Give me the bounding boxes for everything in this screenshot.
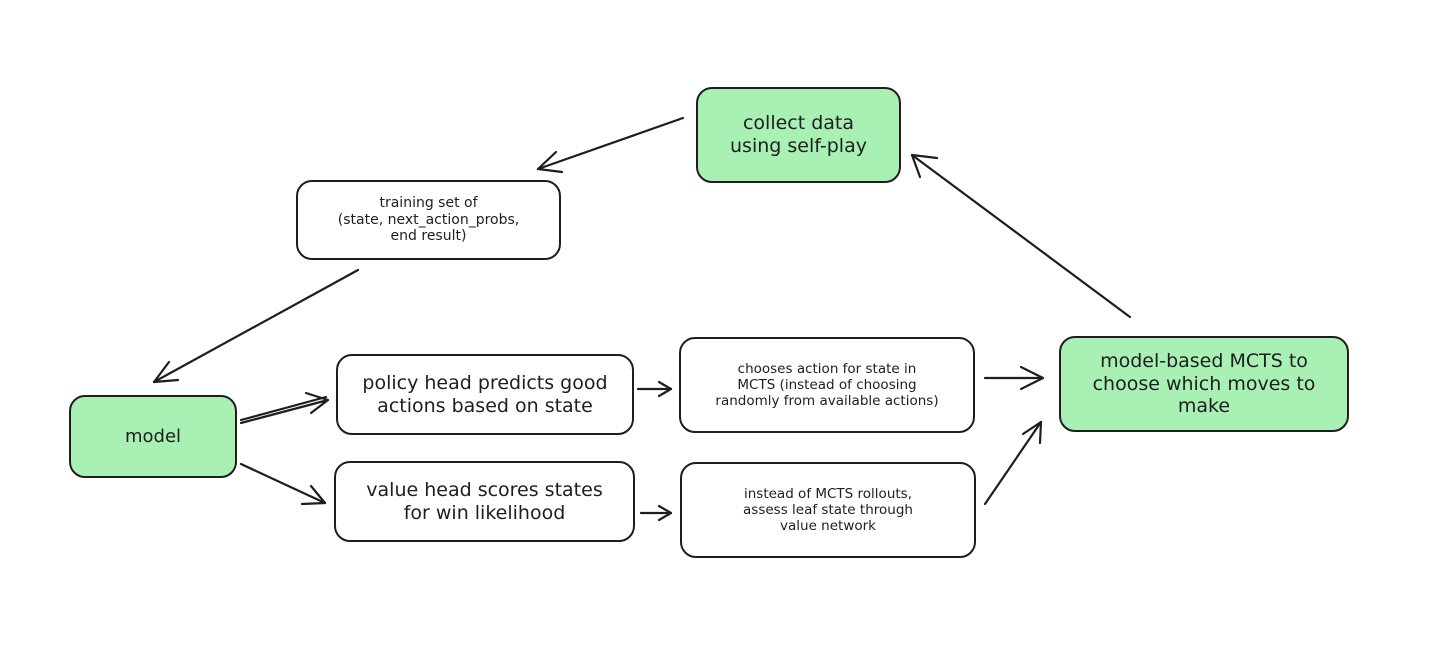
arrow-value-to-instead <box>639 504 673 522</box>
node-value-head[interactable]: value head scores states for win likelih… <box>334 461 635 542</box>
node-model-based-mcts-line2: choose which moves to <box>1092 372 1316 395</box>
node-chooses-action-line3: randomly from available actions) <box>715 393 939 410</box>
node-model-based-mcts-line3: make <box>1177 395 1231 418</box>
node-policy-head[interactable]: policy head predicts good actions based … <box>336 354 634 435</box>
arrow-instead-to-mcts <box>983 420 1043 506</box>
arrow-policy-to-chooses <box>636 380 673 398</box>
arrow-model-to-value <box>239 462 327 506</box>
node-model[interactable]: model <box>69 395 237 478</box>
node-value-network-line3: value network <box>780 518 876 535</box>
node-collect-data[interactable]: collect data using self-play <box>696 87 901 183</box>
node-policy-head-line1: policy head predicts good <box>362 371 608 394</box>
node-chooses-action[interactable]: chooses action for state in MCTS (instea… <box>679 337 975 433</box>
node-chooses-action-line1: chooses action for state in <box>737 360 917 377</box>
node-training-set-line1: training set of <box>379 194 478 211</box>
node-value-head-line1: value head scores states <box>366 478 603 501</box>
node-value-network-line1: instead of MCTS rollouts, <box>743 485 912 502</box>
node-training-set-line3: end result) <box>390 228 467 245</box>
node-chooses-action-line2: MCTS (instead of choosing <box>737 376 917 393</box>
node-collect-data-line2: using self-play <box>730 135 867 157</box>
node-training-set[interactable]: training set of (state, next_action_prob… <box>296 180 561 260</box>
arrow-model-to-policy <box>239 391 330 425</box>
node-value-network[interactable]: instead of MCTS rollouts, assess leaf st… <box>680 462 976 558</box>
arrow-training-to-model <box>152 268 360 384</box>
arrow-collect-to-training <box>536 116 685 174</box>
node-model-based-mcts[interactable]: model-based MCTS to choose which moves t… <box>1059 336 1349 432</box>
arrow-chooses-to-mcts <box>983 365 1045 391</box>
node-value-network-line2: assess leaf state through <box>743 501 913 518</box>
arrow-mcts-to-collect <box>910 153 1132 319</box>
node-collect-data-line1: collect data <box>742 112 855 135</box>
node-model-based-mcts-line1: model-based MCTS to <box>1100 349 1308 372</box>
node-training-set-line2: (state, next_action_probs, <box>337 211 520 228</box>
node-model-label: model <box>124 425 182 447</box>
node-policy-head-line2: actions based on state <box>377 394 593 417</box>
node-value-head-line2: for win likelihood <box>403 501 566 524</box>
